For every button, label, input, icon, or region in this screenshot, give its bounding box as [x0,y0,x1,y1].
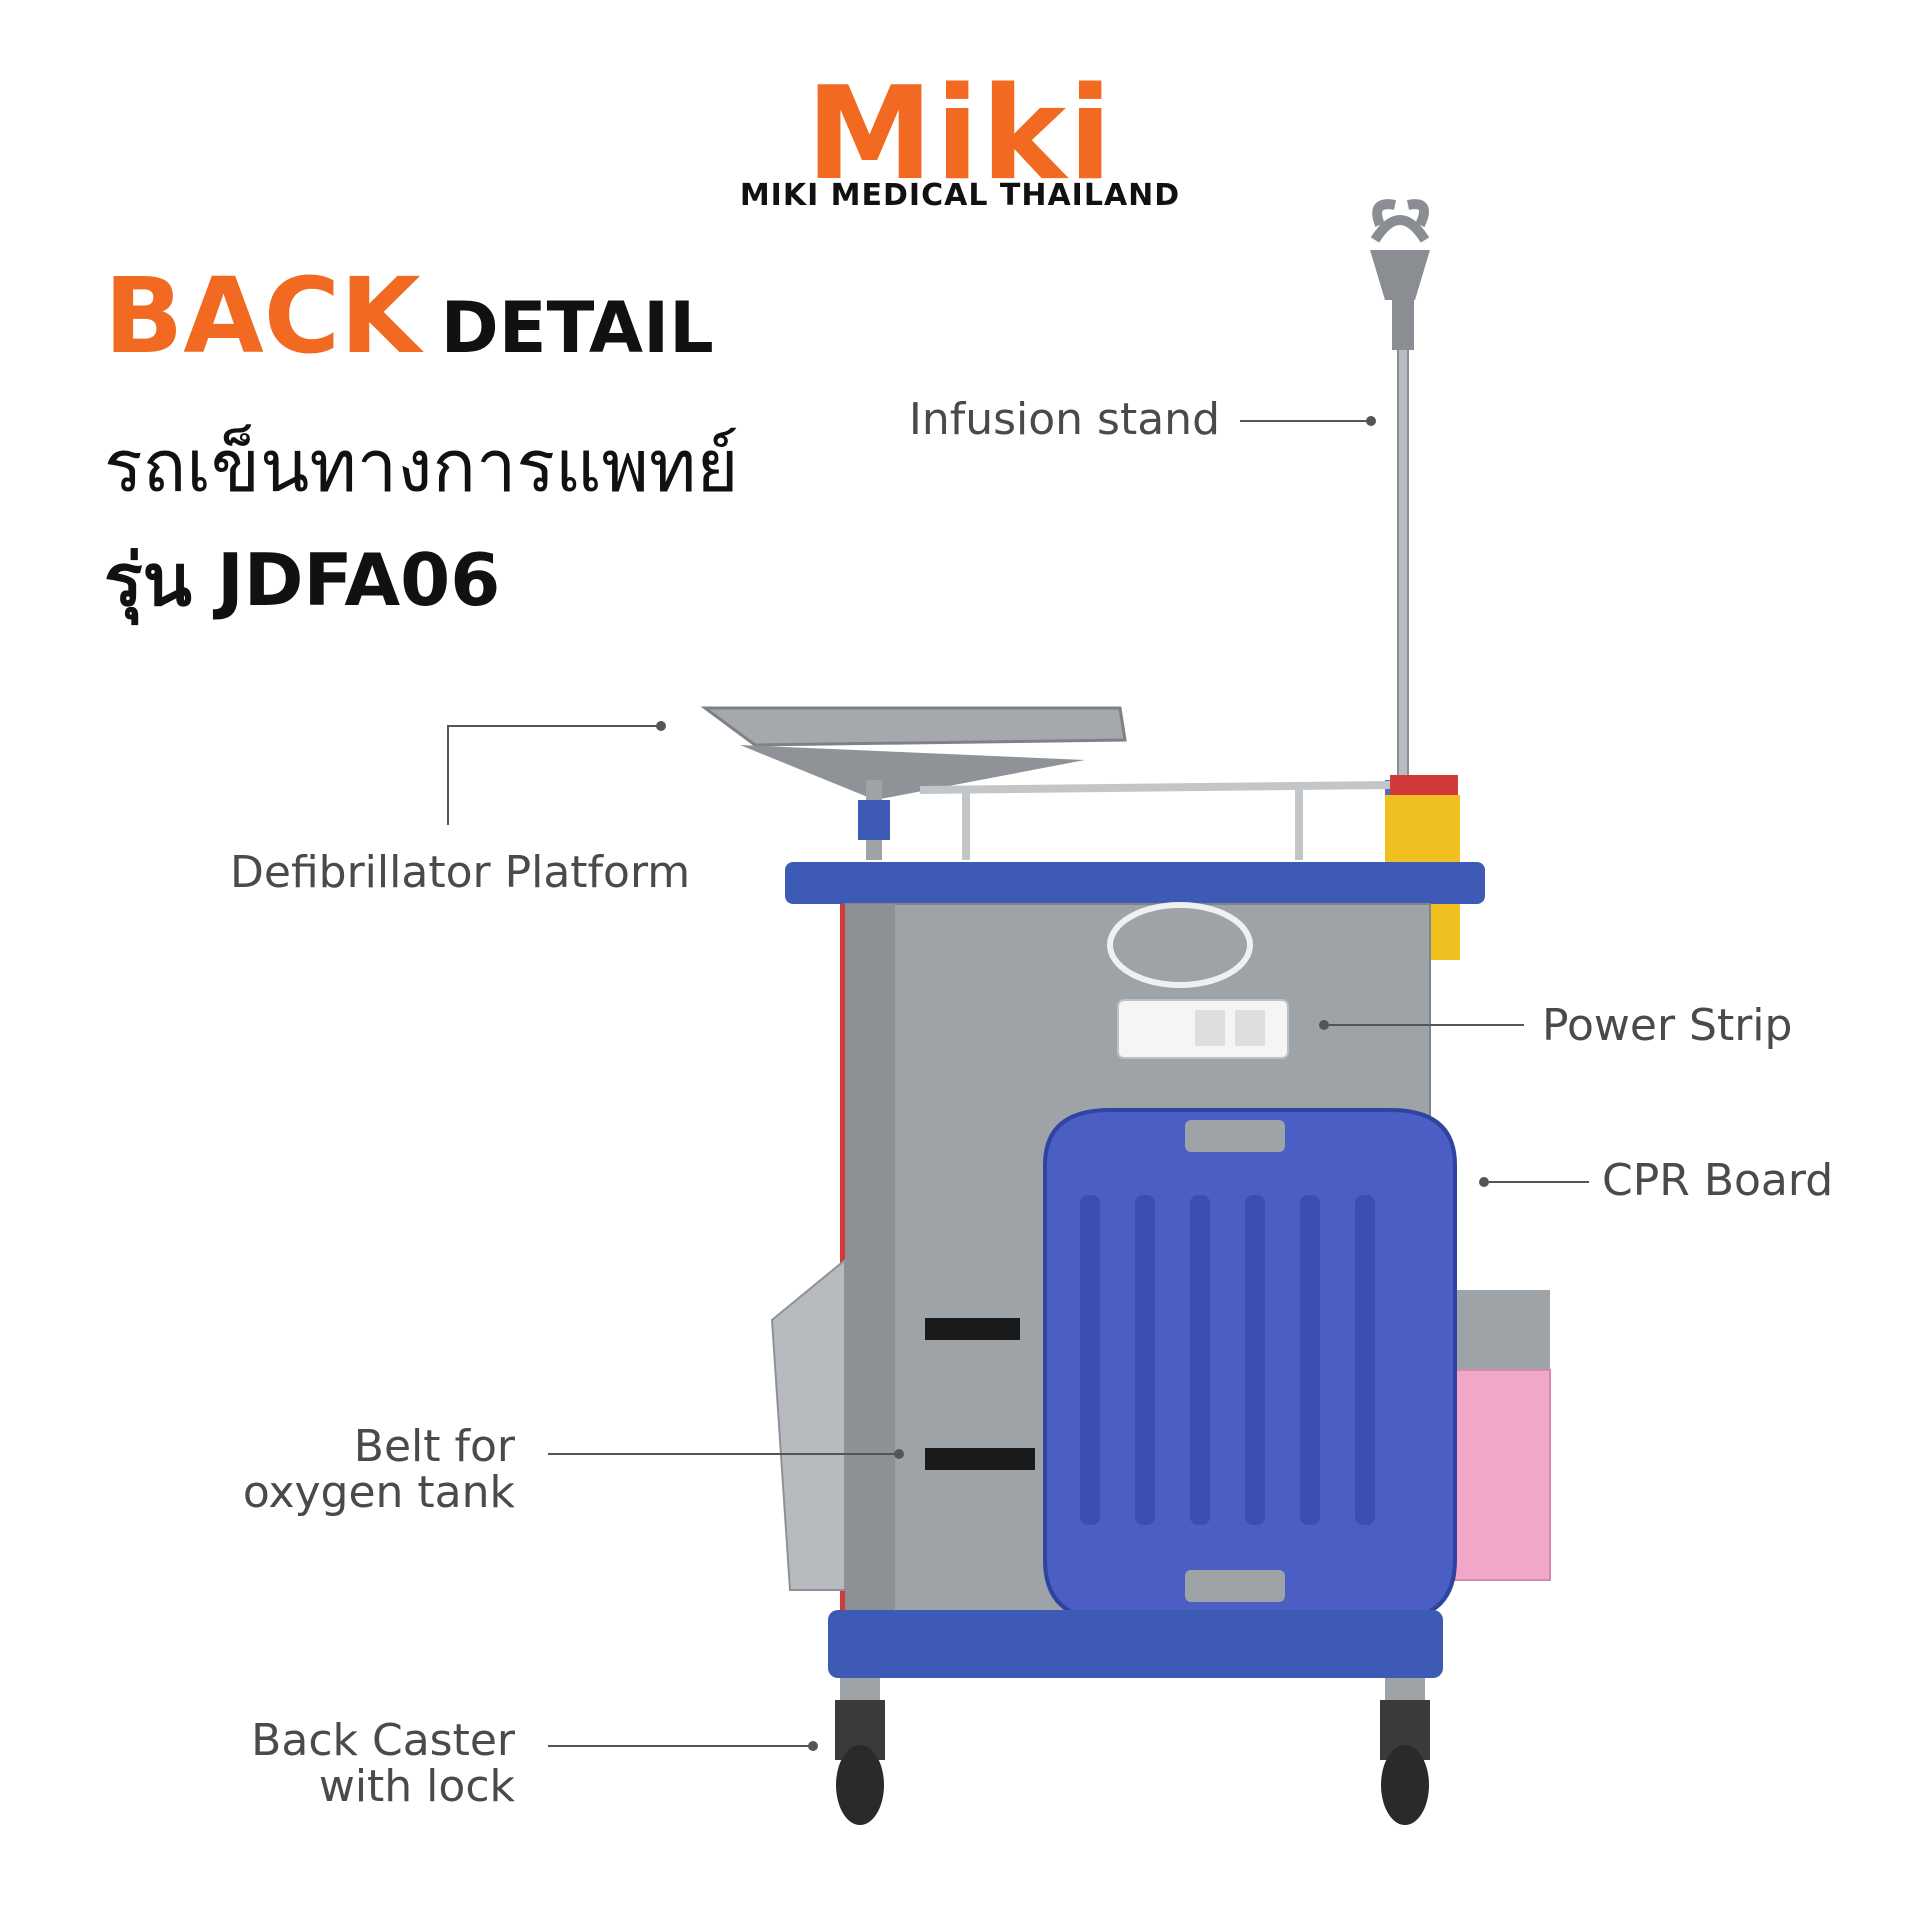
dot-belt [894,1449,904,1459]
label-power-strip: Power Strip [1542,1000,1793,1051]
label-belt-line1: Belt for [353,1421,515,1472]
dot-caster [808,1741,818,1751]
dot-defibrillator [656,721,666,731]
leader-defib-horizontal [447,725,660,727]
leader-belt [548,1453,898,1455]
leader-defib-vertical [447,725,449,825]
leader-power-strip [1329,1024,1524,1026]
dot-cpr-board [1479,1177,1489,1187]
product-subtitle: รถเข็นทางการแพทย์ [104,424,739,508]
headline-accent: BACK [104,255,421,377]
label-infusion-stand: Infusion stand [908,394,1220,445]
product-model: รุ่น JDFA06 [104,538,501,622]
brand-logo: Miki MIKI MEDICAL THAILAND [0,60,1920,220]
power-strip [1107,902,1289,1059]
leader-cpr-board [1489,1181,1589,1183]
label-caster-line1: Back Caster [251,1715,515,1766]
logo-wordmark: Miki [805,60,1115,209]
dot-infusion-stand [1366,416,1376,426]
back-casters [835,1678,1430,1825]
label-belt-line2: oxygen tank [242,1467,515,1518]
label-caster-line2: with lock [318,1761,515,1812]
label-defibrillator-platform: Defibrillator Platform [230,847,691,898]
dot-power-strip [1319,1020,1329,1030]
cpr-board [1043,1108,1457,1622]
headline-rest: DETAIL [440,287,714,369]
logo-tagline: MIKI MEDICAL THAILAND [739,178,1181,213]
leader-infusion-stand [1240,420,1370,422]
infusion-stand [1370,199,1430,820]
defibrillator-platform [700,706,1127,860]
label-cpr-board: CPR Board [1602,1155,1834,1206]
leader-caster [548,1745,811,1747]
